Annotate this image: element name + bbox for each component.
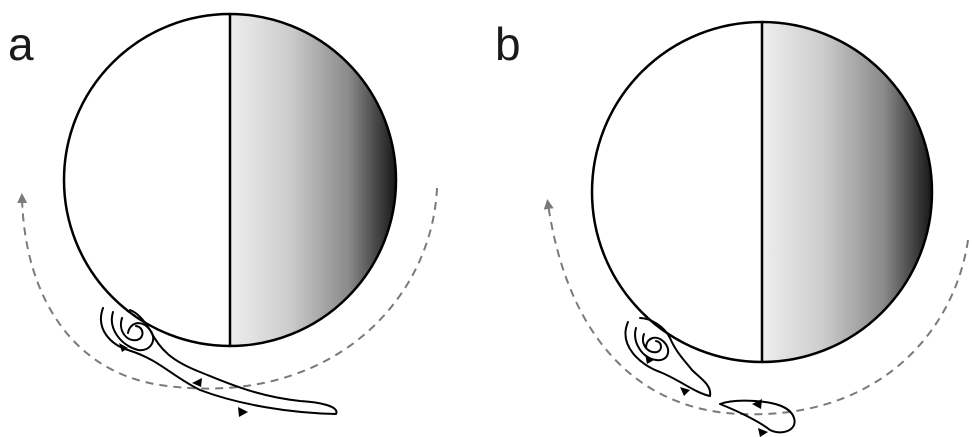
- sphere-b-shaded-half: [762, 22, 932, 362]
- arrowhead-b2: [680, 387, 690, 396]
- arrowhead-a1: [119, 343, 128, 352]
- trajectory-b-inner-loop: [642, 333, 662, 354]
- trajectory-b-outer-loop: [624, 317, 712, 397]
- panel-a-label: a: [8, 18, 34, 70]
- orbit-arc-b: [543, 199, 969, 416]
- trajectory-a-arrowheads: [119, 343, 248, 417]
- trajectory-b-tail-loop: [719, 399, 796, 434]
- panel-b: b: [495, 18, 969, 437]
- trajectory-a: [100, 307, 338, 415]
- arrowhead-a3: [238, 407, 248, 417]
- trajectory-b: [624, 317, 796, 434]
- trajectory-a-outer-loop: [100, 307, 338, 415]
- arrowhead-b1: [645, 354, 654, 364]
- panel-b-label: b: [495, 18, 521, 70]
- trajectory-a-mid-loop: [110, 311, 155, 352]
- trajectory-b-mid-loop: [634, 327, 670, 362]
- sphere-b: [590, 20, 934, 364]
- trajectory-a-inner-loop: [120, 317, 144, 342]
- panel-a: a: [8, 12, 438, 417]
- sphere-a-outline: [62, 12, 398, 348]
- trajectory-b-arrowheads: [645, 354, 768, 437]
- sphere-a-shaded-half: [230, 14, 396, 346]
- sphere-b-outline: [590, 20, 934, 364]
- arrowhead-a2: [192, 378, 202, 387]
- sphere-a: [62, 12, 398, 348]
- arrowhead-b4: [758, 428, 768, 437]
- arrowhead-b3: [752, 399, 762, 409]
